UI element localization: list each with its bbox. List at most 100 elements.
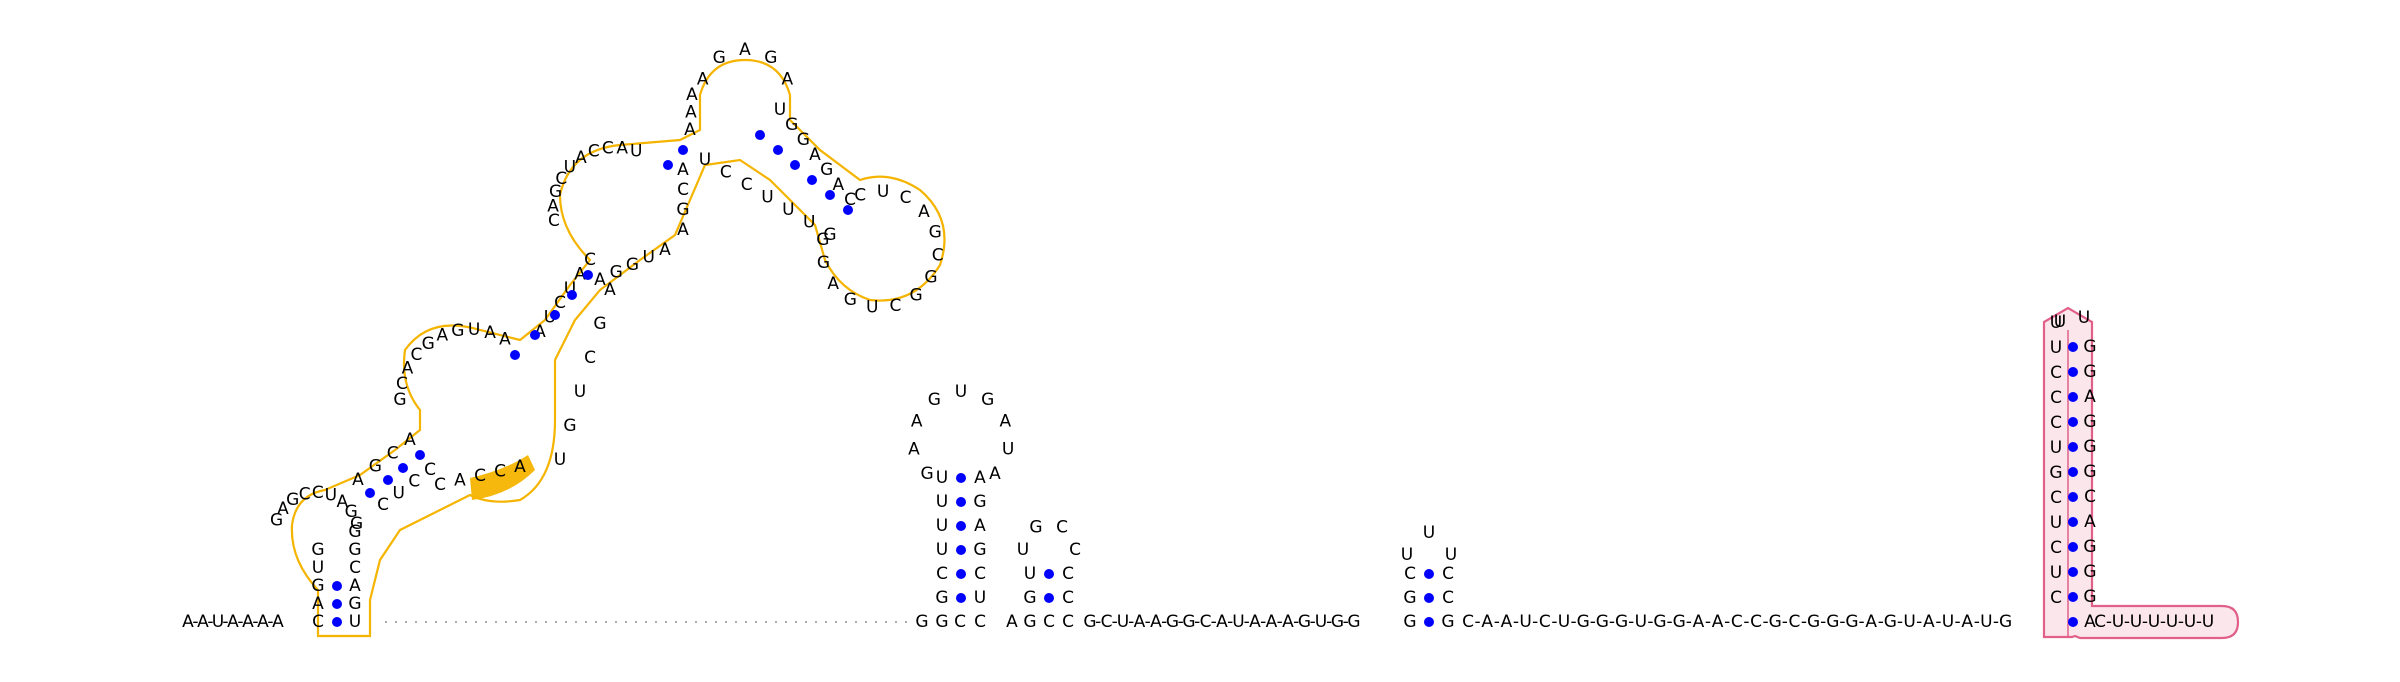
base-pair-dot [2068, 417, 2078, 427]
base-pair-dot [1044, 593, 1054, 603]
bond-mark: - [1878, 612, 1884, 632]
stem-d-nucleotide: U [803, 213, 815, 233]
terminator-stem-nucleotide: A [2084, 512, 2096, 532]
left-loop-nucleotide: G [345, 502, 358, 522]
stem-a-nucleotide: A [404, 430, 416, 450]
hairpin1-loop-nucleotide: G [920, 464, 933, 484]
left-stem-nucleotide: C [312, 612, 324, 632]
terminator-tail-nucleotide: U [2166, 612, 2178, 632]
base-pair-dot [2068, 342, 2078, 352]
right-loop-nucleotide: A [827, 274, 839, 294]
base-pair-dot [790, 160, 800, 170]
stem-d-nucleotide: G [797, 130, 810, 150]
base-pair-dot [1424, 593, 1434, 603]
bond-mark: - [207, 612, 213, 632]
stem-b-nucleotide: G [626, 255, 639, 275]
base-pair-dot [843, 205, 853, 215]
backbone-nucleotide: A [1249, 612, 1261, 632]
tail-nucleotide: A [1481, 612, 1493, 632]
tail-nucleotide: C [1731, 612, 1743, 632]
stem-b-nucleotide: A [574, 264, 586, 284]
stem-b-nucleotide: C [584, 348, 596, 368]
base-pair-dot [2068, 617, 2078, 627]
tail-nucleotide: G [1807, 612, 1820, 632]
hairpin1-stem-nucleotide: G [973, 492, 986, 512]
left-loop-nucleotide: G [270, 511, 283, 531]
left-stem-nucleotide: G [348, 522, 361, 542]
stem-b-nucleotide: U [574, 382, 586, 402]
bond-mark: - [1820, 612, 1826, 632]
base-pair-dot [2068, 567, 2078, 577]
backbone-nucleotide: G [1298, 612, 1311, 632]
stem-a-nucleotide: C [377, 495, 389, 515]
interior-loop-nucleotide: A [436, 326, 448, 346]
top-loop-nucleotide: A [781, 70, 793, 90]
upper-loop-nucleotide: C [548, 211, 560, 231]
inner-nucleotide: C [434, 475, 446, 495]
hairpin1-stem-nucleotide: A [974, 468, 986, 488]
base-pair-dot [2068, 442, 2078, 452]
base-pair-dot [332, 599, 342, 609]
right-loop-nucleotide: U [877, 182, 889, 202]
interior-loop-nucleotide: A [499, 329, 511, 349]
left-stem-nucleotide: G [348, 540, 361, 560]
bond-mark: - [222, 612, 228, 632]
bond-mark: - [1513, 612, 1519, 632]
terminator-tail-nucleotide: U [2202, 612, 2214, 632]
hairpin1-loop-nucleotide: A [908, 439, 920, 459]
base-pair-dot [365, 488, 375, 498]
terminator-stem-nucleotide: C [2050, 413, 2062, 433]
left-stem-nucleotide: G [311, 540, 324, 560]
base-pair-dot [2068, 467, 2078, 477]
bond-mark: - [1145, 612, 1151, 632]
bond-mark: - [1609, 612, 1615, 632]
right-loop-nucleotide: G [909, 285, 922, 305]
tail-nucleotide: G [1884, 612, 1897, 632]
terminator-stem-nucleotide: G [2083, 462, 2096, 482]
inner-nucleotide: A [514, 457, 526, 477]
tail-nucleotide: G [1845, 612, 1858, 632]
stem-a-nucleotide: U [392, 483, 404, 503]
hairpin3-loop-nucleotide: U [1401, 545, 1413, 565]
terminator-stem-nucleotide: U [2050, 338, 2062, 358]
hairpin2-stem-nucleotide: G [1023, 588, 1036, 608]
bond-mark: - [1705, 612, 1711, 632]
bond-mark: - [1763, 612, 1769, 632]
right-loop-nucleotide: G [844, 290, 857, 310]
backbone-nucleotide: A [1266, 612, 1278, 632]
bond-mark: - [237, 612, 243, 632]
backbone-nucleotide: U [1232, 612, 1244, 632]
hairpin3-stem-nucleotide: G [1403, 612, 1416, 632]
terminator-tail-nucleotide: U [2112, 612, 2124, 632]
right-loop-nucleotide: U [866, 297, 878, 317]
interior-loop-nucleotide: G [422, 334, 435, 354]
top-loop-nucleotide: G [713, 48, 726, 68]
bond-mark: - [1227, 612, 1233, 632]
top-loop-nucleotide: G [764, 48, 777, 68]
bond-mark: - [1277, 612, 1283, 632]
bond-mark: - [1916, 612, 1922, 632]
hairpin3-stem-nucleotide: C [1442, 564, 1454, 584]
backbone-nucleotide: G [1331, 612, 1344, 632]
upper-loop-nucleotide: C [602, 138, 614, 158]
stem-d-nucleotide: C [844, 190, 856, 210]
bond-mark: - [1310, 612, 1316, 632]
interior-loop-nucleotide: G [393, 390, 406, 410]
stem-c-nucleotide: C [677, 180, 689, 200]
tail-nucleotide: G [1615, 612, 1628, 632]
base-pair-dot [825, 190, 835, 200]
stem-d-nucleotide: G [820, 160, 833, 180]
tail-nucleotide: C [1750, 612, 1762, 632]
bond-mark: - [1743, 612, 1749, 632]
bond-mark: - [1955, 612, 1961, 632]
backbone-nucleotide: G [1182, 612, 1195, 632]
base-pair-dot [2068, 517, 2078, 527]
tail-nucleotide: A [1923, 612, 1935, 632]
bond-mark: - [1551, 612, 1557, 632]
stem-a-nucleotide: A [352, 470, 364, 490]
stem-b-nucleotide: A [659, 240, 671, 260]
right-loop-nucleotide: G [817, 253, 830, 273]
bond-mark: - [1128, 612, 1134, 632]
bond-mark: - [2106, 612, 2112, 632]
